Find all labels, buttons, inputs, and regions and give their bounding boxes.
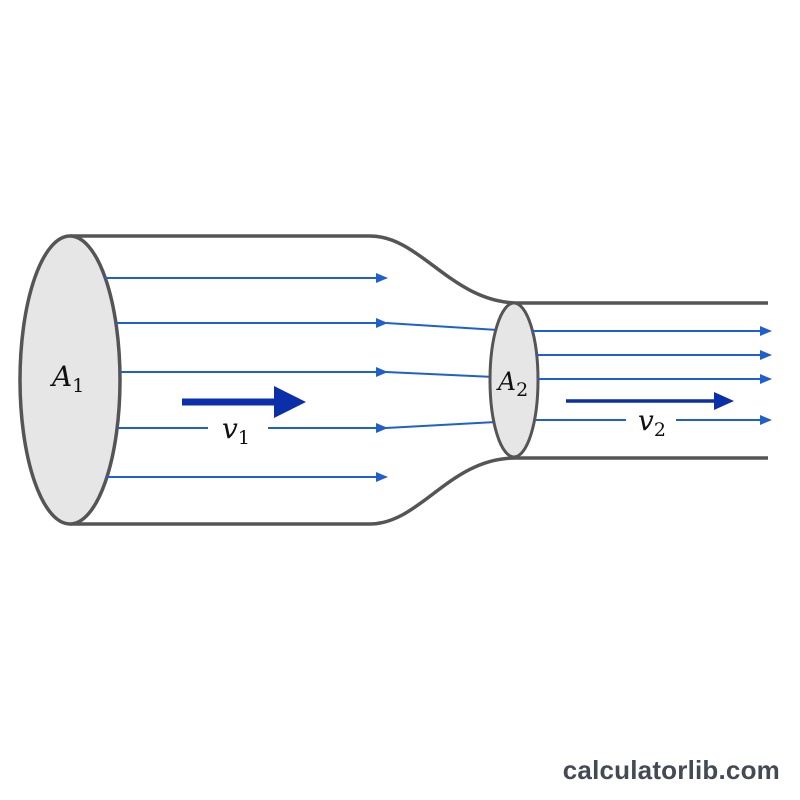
inlet-cross-section bbox=[18, 234, 122, 526]
velocity-arrow-outlet bbox=[566, 392, 734, 410]
area-inlet-label: A1 bbox=[49, 360, 84, 397]
area-throat-label: A2 bbox=[496, 367, 528, 401]
velocity-inlet-label: v1 bbox=[222, 412, 250, 449]
pipe-lower-wall bbox=[70, 456, 768, 526]
velocity-arrow-inlet bbox=[182, 386, 306, 418]
pipe-upper-wall bbox=[70, 234, 768, 305]
site-watermark: calculatorlib.com bbox=[562, 755, 780, 785]
converging-line-1 bbox=[385, 322, 499, 331]
velocity-outlet-label: v2 bbox=[638, 404, 666, 441]
converging-line-3 bbox=[385, 421, 497, 429]
converging-line-2 bbox=[385, 371, 495, 378]
